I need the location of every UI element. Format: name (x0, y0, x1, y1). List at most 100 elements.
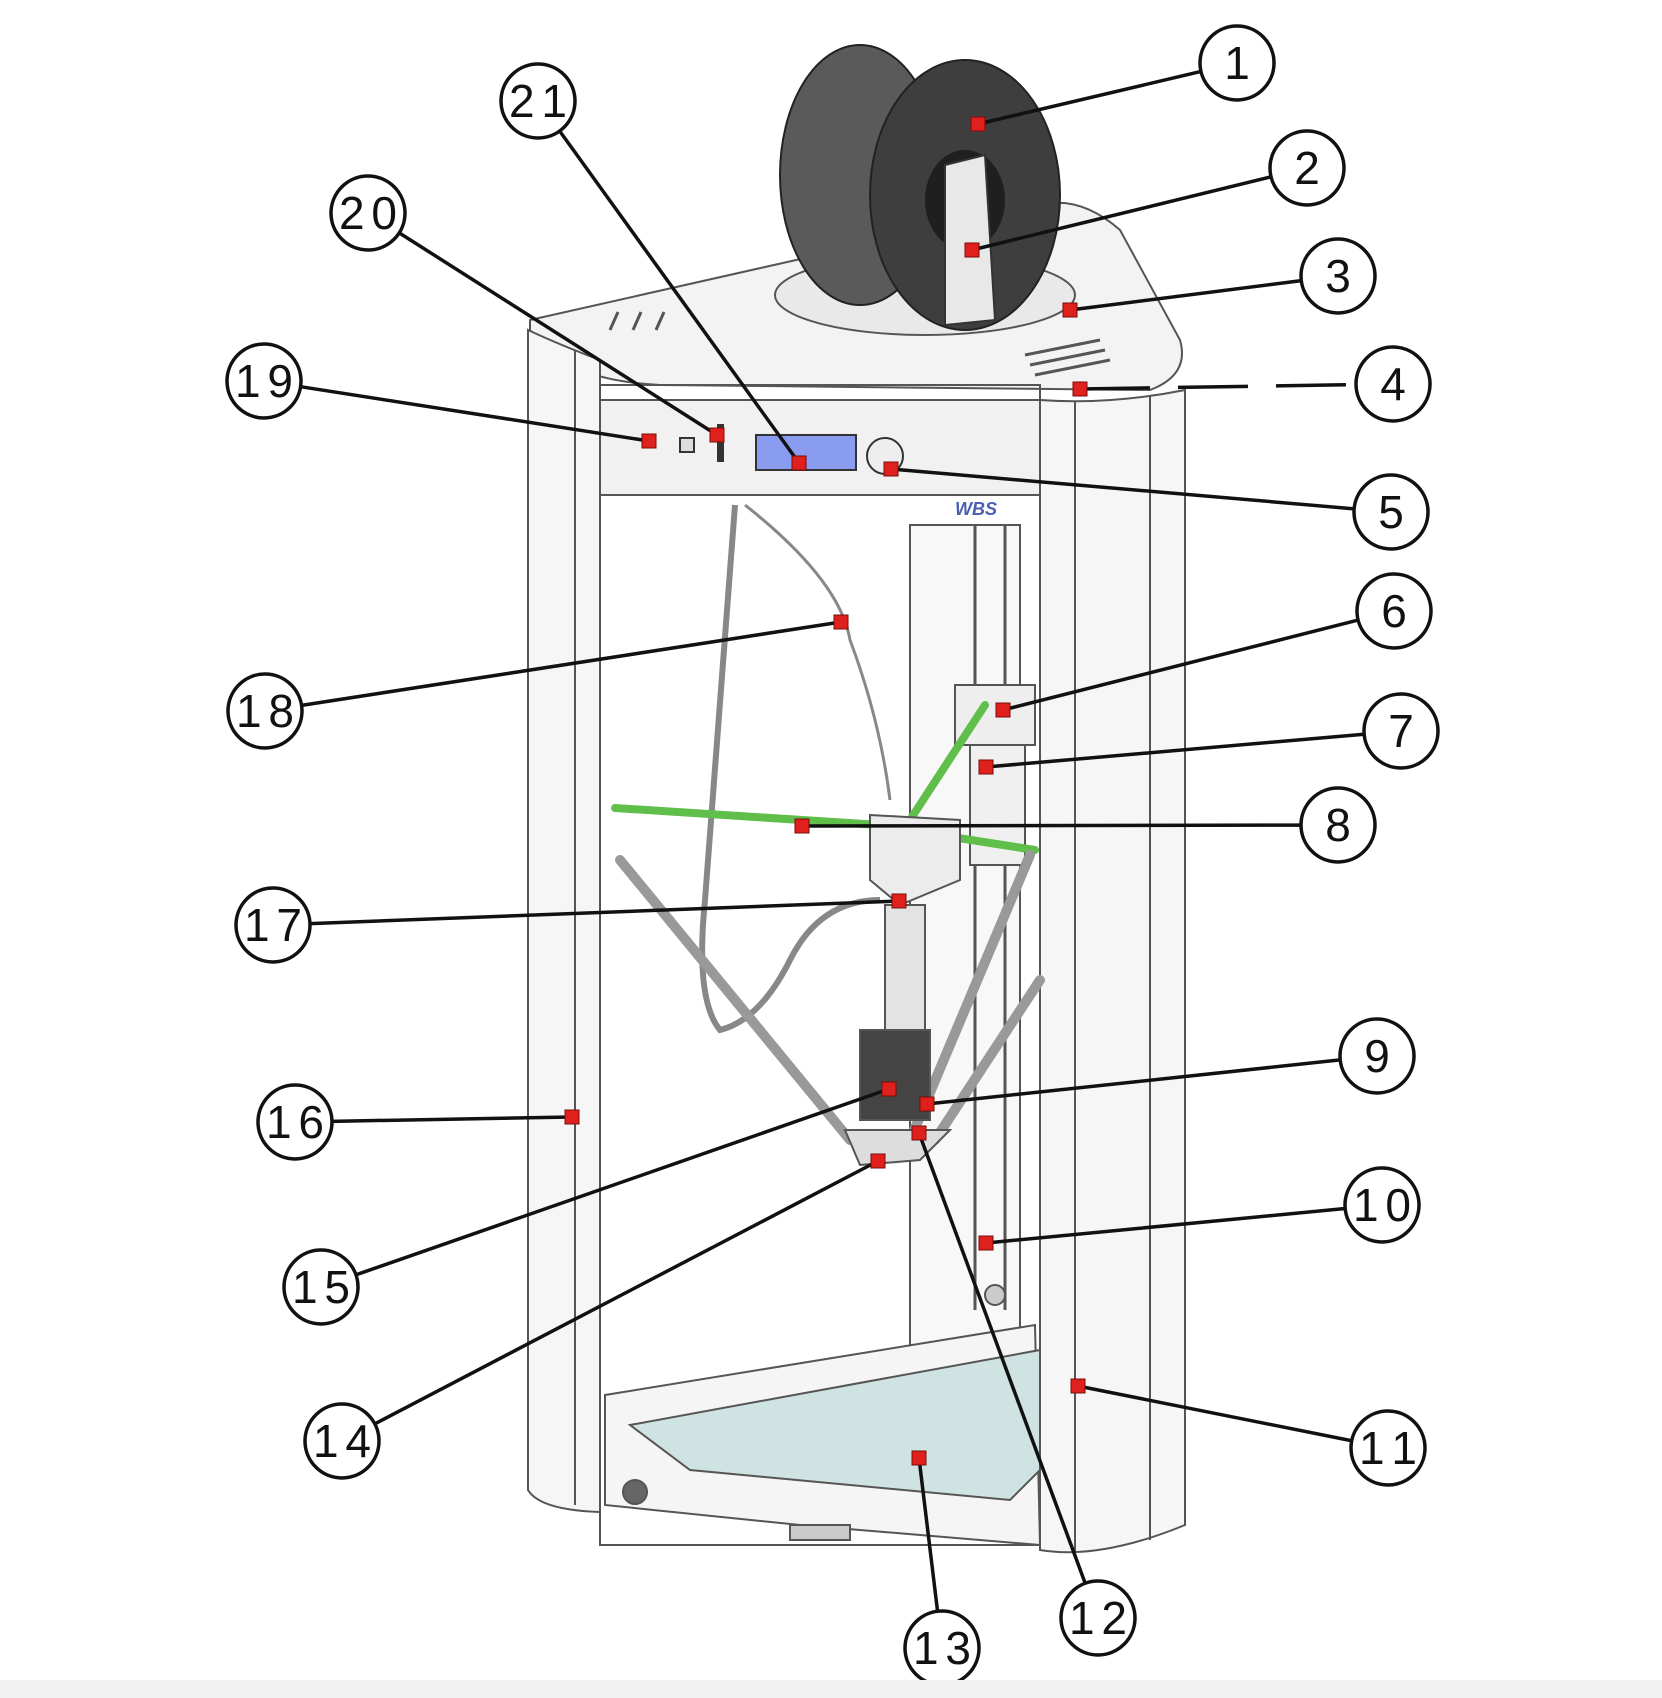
callout-10: 10 (1343, 1166, 1421, 1244)
hotend-shaft (884, 904, 926, 1036)
leader-line-18 (301, 620, 842, 708)
leader-line-13 (917, 1457, 940, 1612)
callout-circle-17 (234, 886, 312, 964)
callout-number-5: 5 (1378, 486, 1404, 538)
leader-line-19 (300, 384, 650, 443)
filament-spool (779, 44, 1061, 331)
part-marker-5 (883, 461, 899, 477)
callout-circle-21 (499, 62, 577, 140)
bed-adjust-wheel (789, 1524, 851, 1541)
callout-1: 1 (1198, 24, 1276, 102)
part-marker-6 (995, 702, 1011, 718)
callout-circle-7 (1362, 692, 1440, 770)
leader-line-7 (985, 732, 1365, 769)
callout-circle-11 (1349, 1409, 1427, 1487)
part-marker-7 (978, 759, 994, 775)
callout-18: 18 (226, 672, 304, 750)
part-marker-15 (881, 1081, 897, 1097)
part-marker-18 (833, 614, 849, 630)
left-column (527, 328, 601, 1514)
part-marker-4 (1072, 381, 1088, 397)
part-marker-11 (1070, 1378, 1086, 1394)
part-marker-16 (564, 1109, 580, 1125)
callout-circle-15 (282, 1248, 360, 1326)
leader-line-16 (331, 1115, 573, 1124)
callout-circle-14 (303, 1402, 381, 1480)
callout-number-3: 3 (1325, 250, 1351, 302)
callout-19: 19 (225, 342, 303, 420)
part-marker-17 (891, 893, 907, 909)
glass-bed (627, 1348, 1041, 1502)
callout-5: 5 (1352, 473, 1430, 551)
part-marker-20 (709, 427, 725, 443)
vent-slots (608, 311, 1111, 377)
callout-number-2: 2 (1294, 142, 1320, 194)
callout-14: 14 (303, 1402, 381, 1480)
callout-circle-6 (1355, 572, 1433, 650)
callout-circle-8 (1299, 786, 1377, 864)
leader-line-8 (801, 823, 1302, 828)
part-marker-12 (911, 1125, 927, 1141)
leader-line-12 (917, 1132, 1087, 1584)
part-marker-2 (964, 242, 980, 258)
leader-line-2 (971, 175, 1272, 252)
leader-line-3 (1069, 278, 1302, 312)
leader-line-4 (1079, 382, 1357, 391)
callout-20: 20 (329, 174, 407, 252)
callout-2: 2 (1268, 129, 1346, 207)
bed-screw (622, 1479, 648, 1505)
callout-21: 21 (499, 62, 577, 140)
effector-top (869, 813, 961, 907)
callout-number-1: 1 (1224, 37, 1250, 89)
leader-line-11 (1077, 1384, 1353, 1443)
callout-circle-20 (329, 174, 407, 252)
callout-12: 12 (1059, 1579, 1137, 1657)
callout-circle-1 (1198, 24, 1276, 102)
bowden-tube (744, 503, 892, 801)
callout-6: 6 (1355, 572, 1433, 650)
part-marker-21 (791, 455, 807, 471)
part-marker-9 (919, 1096, 935, 1112)
part-marker-10 (978, 1235, 994, 1251)
callout-3: 3 (1299, 237, 1377, 315)
front-frame (599, 384, 1041, 1546)
callout-number-9: 9 (1364, 1030, 1390, 1082)
callout-9: 9 (1338, 1017, 1416, 1095)
callout-circle-18 (226, 672, 304, 750)
part-marker-1 (970, 116, 986, 132)
callout-number-4: 4 (1380, 358, 1406, 410)
leader-lines (300, 69, 1365, 1612)
callout-circle-4 (1354, 345, 1432, 423)
callout-7: 7 (1362, 692, 1440, 770)
callout-circle-19 (225, 342, 303, 420)
callout-circle-3 (1299, 237, 1377, 315)
callout-13: 13 (903, 1609, 981, 1687)
part-marker-13 (911, 1450, 927, 1466)
callout-circle-5 (1352, 473, 1430, 551)
callout-number-8: 8 (1325, 799, 1351, 851)
part-marker-14 (870, 1153, 886, 1169)
callout-circle-2 (1268, 129, 1346, 207)
leader-line-14 (373, 1159, 879, 1426)
brand-logo: WBS (955, 499, 997, 519)
rear-tower (909, 524, 1021, 1356)
belt-pulley (984, 1284, 1006, 1306)
leader-line-1 (977, 69, 1202, 126)
callout-circle-10 (1343, 1166, 1421, 1244)
callout-number-6: 6 (1381, 585, 1407, 637)
sd-slot (717, 424, 724, 462)
callout-8: 8 (1299, 786, 1377, 864)
leader-line-10 (985, 1206, 1346, 1245)
part-marker-3 (1062, 302, 1078, 318)
callout-11: 11 (1349, 1409, 1427, 1487)
leader-line-21 (558, 129, 801, 465)
callout-16: 16 (256, 1083, 334, 1161)
leader-line-5 (890, 467, 1355, 511)
callout-number-7: 7 (1388, 705, 1414, 757)
spool-holder (944, 153, 997, 327)
callout-circle-12 (1059, 1579, 1137, 1657)
leader-line-6 (1002, 618, 1359, 712)
part-marker-19 (641, 433, 657, 449)
leader-line-9 (926, 1058, 1341, 1106)
